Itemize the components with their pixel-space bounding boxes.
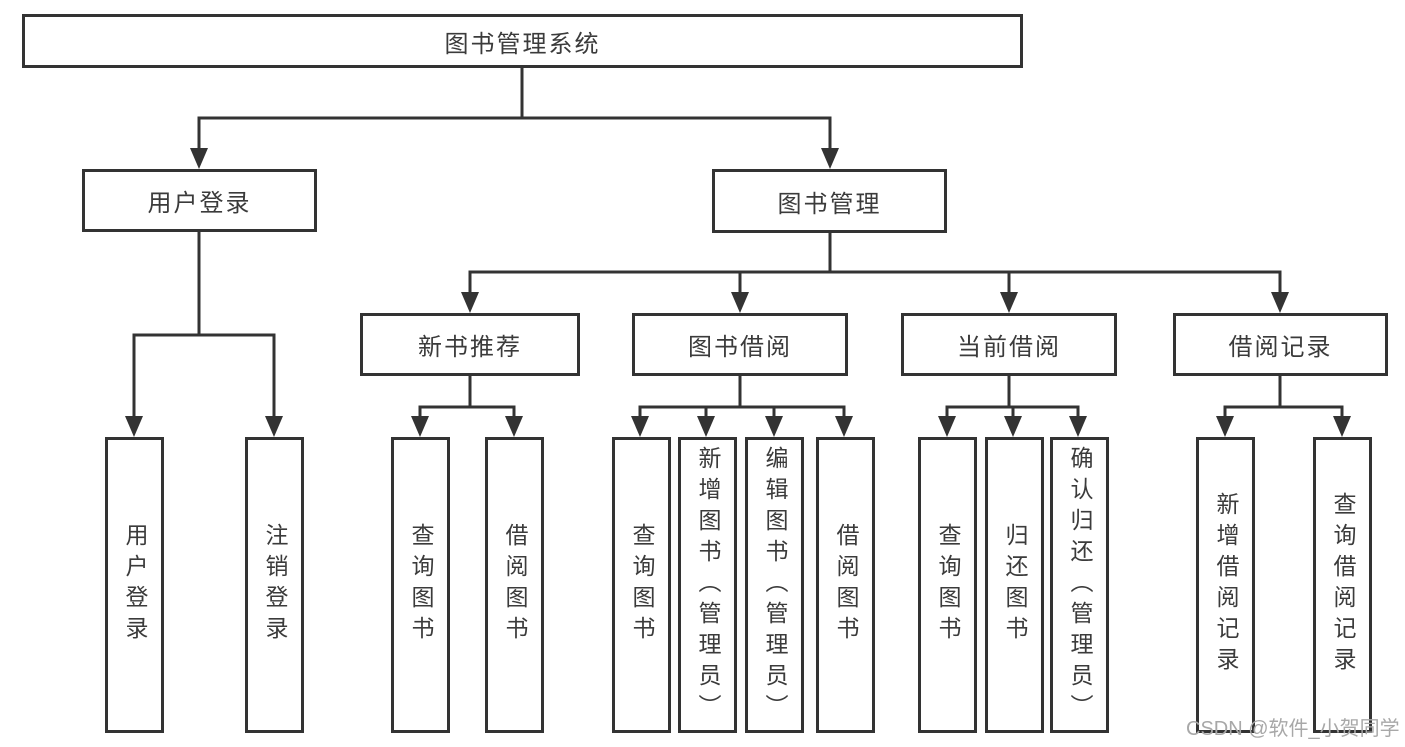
leaf-logout-login: 注销登录 <box>245 437 304 733</box>
leaf-add-borrow-record: 新增借阅记录 <box>1196 437 1255 733</box>
watermark: CSDN @软件_小贺同学 <box>1186 718 1400 740</box>
connector-book-mgmt-to-level3 <box>461 231 1289 313</box>
leaf-edit-books-admin: 编辑图书（管理员） <box>745 437 804 733</box>
leaf-add-books-admin: 新增图书（管理员） <box>678 437 737 733</box>
leaf-borrow-books: 借阅图书 <box>816 437 875 733</box>
connector-user-login-to-leaves <box>125 230 283 437</box>
node-book-management: 图书管理 <box>712 169 947 233</box>
connector-root-to-level2 <box>190 66 839 169</box>
connector-book-borrow-to-leaves <box>631 374 853 437</box>
leaf-query-borrow-record: 查询借阅记录 <box>1313 437 1372 733</box>
leaf-borrow-books-recommend: 借阅图书 <box>485 437 544 733</box>
node-current-borrow: 当前借阅 <box>901 313 1117 376</box>
node-borrow-records: 借阅记录 <box>1173 313 1388 376</box>
connector-current-borrow-to-leaves <box>938 374 1087 437</box>
connector-borrow-records-to-leaves <box>1216 374 1351 437</box>
connector-new-book-rec-to-leaves <box>411 374 523 437</box>
node-root: 图书管理系统 <box>22 14 1023 68</box>
leaf-query-books-borrow: 查询图书 <box>612 437 671 733</box>
leaf-query-books-recommend: 查询图书 <box>391 437 450 733</box>
node-new-book-recommend: 新书推荐 <box>360 313 580 376</box>
node-book-borrow: 图书借阅 <box>632 313 848 376</box>
leaf-query-books-current: 查询图书 <box>918 437 977 733</box>
leaf-confirm-return-admin: 确认归还（管理员） <box>1050 437 1109 733</box>
leaf-return-books: 归还图书 <box>985 437 1044 733</box>
leaf-user-login: 用户登录 <box>105 437 164 733</box>
node-user-login: 用户登录 <box>82 169 317 232</box>
